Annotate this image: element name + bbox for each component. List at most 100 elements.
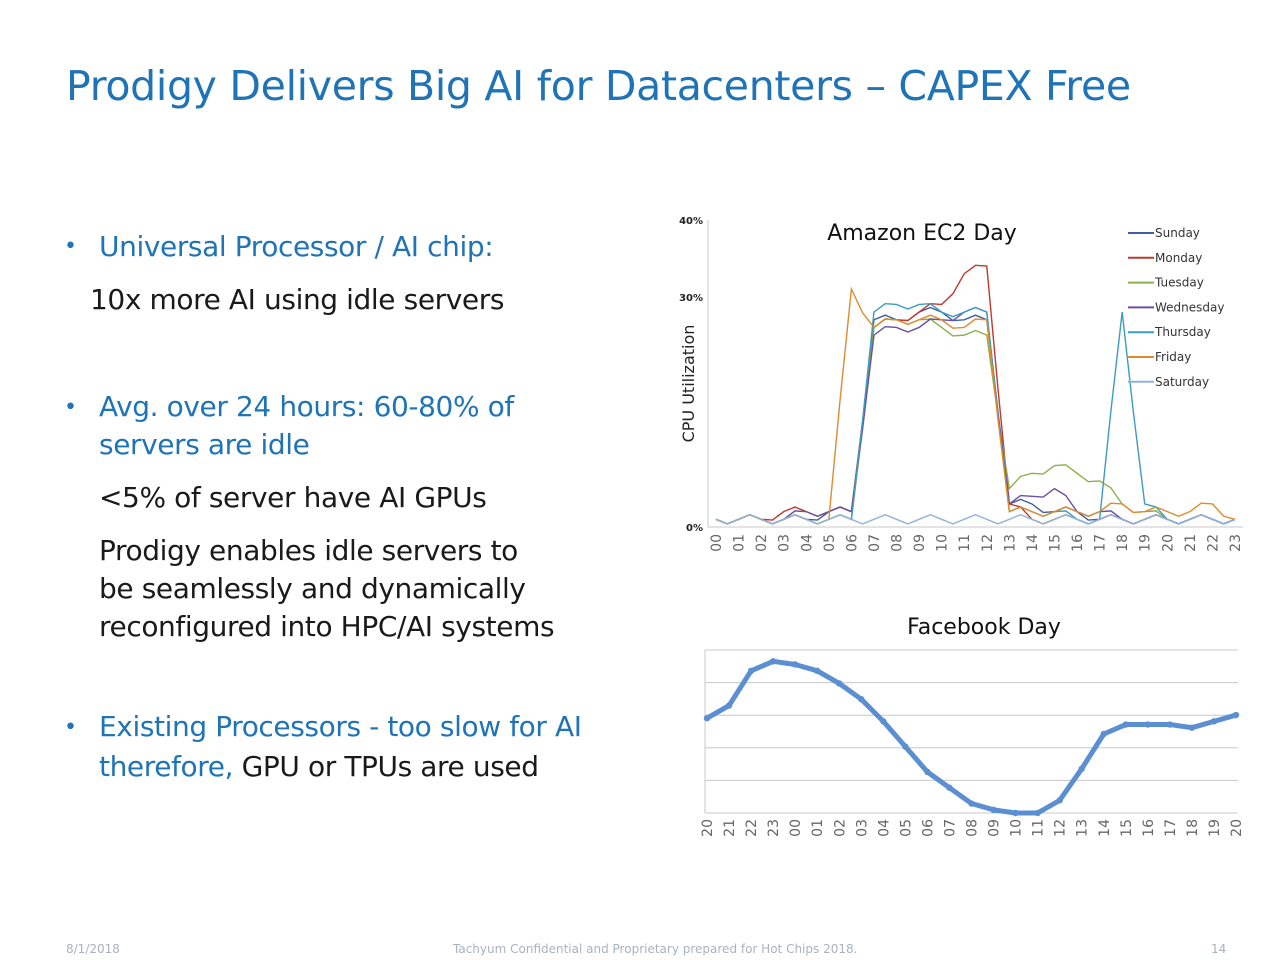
legend-label: Sunday: [1155, 226, 1200, 240]
x-tick-label: 23: [1228, 534, 1244, 552]
bullet-dot-1: •: [64, 234, 77, 259]
data-point: [1100, 730, 1107, 738]
data-point: [1166, 721, 1174, 728]
x-tick-label: 16: [1070, 534, 1086, 552]
x-tick-label: 18: [1115, 534, 1131, 552]
series-line-sunday: [715, 306, 1236, 525]
x-tick-label: 21: [1183, 534, 1199, 552]
data-point: [1188, 724, 1196, 731]
x-tick-label: 08: [965, 819, 981, 837]
series-line: [704, 658, 1239, 816]
data-point: [1056, 797, 1063, 804]
bullet-2-text-2-line3: reconfigured into HPC/AI systems: [99, 610, 555, 643]
bullet-2-head-line1: Avg. over 24 hours: 60-80% of: [99, 390, 514, 423]
x-tick-label: 01: [810, 819, 826, 837]
x-tick-label: 00: [788, 819, 804, 837]
y-tick-label: 40%: [679, 216, 703, 227]
data-point: [902, 743, 909, 750]
x-tick-label: 09: [987, 819, 1003, 837]
x-tick-label: 08: [890, 534, 906, 552]
x-tick-label: 17: [1093, 534, 1109, 552]
data-point: [990, 806, 997, 814]
x-tick-label: 13: [1002, 534, 1018, 552]
bullet-1-head: Universal Processor / AI chip:: [99, 230, 494, 263]
x-tick-label: 19: [1138, 534, 1154, 552]
bullet-3-black-part: GPU or TPUs are used: [241, 750, 539, 783]
data-point: [924, 768, 931, 776]
data-point: [703, 715, 711, 722]
y-tick-label: 0%: [686, 523, 703, 534]
slide-title: Prodigy Delivers Big AI for Datacenters …: [66, 62, 1131, 110]
bullet-2-head-line2: servers are idle: [99, 428, 310, 461]
x-tick-label: 20: [700, 819, 716, 837]
x-tick-label: 14: [1025, 534, 1041, 552]
x-tick-label: 12: [1053, 819, 1069, 837]
y-tick-label: 30%: [679, 293, 703, 304]
x-tick-label: 04: [799, 534, 815, 552]
x-tick-label: 06: [920, 819, 936, 837]
x-tick-label: 01: [732, 534, 748, 552]
data-point: [946, 784, 953, 791]
x-tick-label: 19: [1207, 819, 1223, 837]
x-tick-label: 05: [822, 534, 838, 552]
x-tick-label: 23: [766, 819, 782, 837]
x-tick-label: 03: [777, 534, 793, 552]
chart-title: Facebook Day: [907, 615, 1061, 640]
footer-note: Tachyum Confidential and Proprietary pre…: [453, 942, 858, 956]
data-point: [968, 800, 975, 807]
x-tick-label: 13: [1075, 819, 1091, 837]
x-tick-label: 09: [912, 534, 928, 552]
x-tick-label: 03: [854, 819, 870, 837]
x-tick-label: 10: [935, 534, 951, 552]
series-line-saturday: [715, 513, 1236, 525]
data-point: [1232, 711, 1240, 719]
bullet-dot-2: •: [64, 395, 77, 420]
legend-label: Friday: [1155, 350, 1191, 364]
legend-label: Wednesday: [1155, 300, 1224, 314]
series-line-wednesday: [715, 306, 1236, 525]
legend-label: Monday: [1155, 251, 1202, 265]
data-point: [1012, 809, 1019, 817]
bullet-3-blue-part: therefore,: [99, 750, 242, 783]
data-point: [880, 718, 887, 725]
x-tick-label: 22: [1205, 534, 1221, 552]
data-point: [769, 658, 777, 665]
data-point: [1144, 721, 1152, 728]
bullet-3-head-line2: therefore, GPU or TPUs are used: [99, 750, 539, 783]
data-point: [1122, 721, 1129, 728]
legend-label: Thursday: [1154, 325, 1211, 339]
bullet-1-text: 10x more AI using idle servers: [90, 283, 505, 316]
bullet-2-text-2-line1: Prodigy enables idle servers to: [99, 534, 518, 567]
x-tick-label: 06: [844, 534, 860, 552]
legend-label: Saturday: [1155, 375, 1209, 389]
x-tick-label: 17: [1163, 819, 1179, 837]
data-point: [1210, 718, 1218, 725]
legend-label: Tuesday: [1154, 276, 1204, 290]
data-point: [747, 667, 755, 674]
footer-page-number: 14: [1211, 942, 1227, 956]
x-tick-label: 11: [1031, 819, 1047, 837]
x-tick-label: 18: [1185, 819, 1201, 837]
x-tick-label: 22: [744, 819, 760, 837]
x-tick-label: 11: [957, 534, 973, 552]
x-tick-label: 10: [1009, 819, 1025, 837]
x-tick-label: 07: [867, 534, 883, 552]
chart-title: Amazon EC2 Day: [827, 221, 1017, 246]
x-tick-label: 12: [980, 534, 996, 552]
x-tick-label: 16: [1141, 819, 1157, 837]
x-tick-label: 00: [709, 534, 725, 552]
bullet-2-text-2-line2: be seamlessly and dynamically: [99, 572, 526, 605]
footer-date: 8/1/2018: [66, 942, 120, 956]
x-tick-label: 20: [1229, 819, 1245, 837]
x-tick-label: 02: [754, 534, 770, 552]
bullet-dot-3: •: [64, 715, 77, 740]
x-tick-label: 14: [1097, 819, 1113, 837]
x-tick-label: 02: [832, 819, 848, 837]
data-point: [1034, 809, 1041, 817]
data-point: [791, 661, 799, 668]
bullet-2-text-1: <5% of server have AI GPUs: [99, 481, 487, 514]
x-tick-label: 15: [1047, 534, 1063, 552]
data-point: [836, 680, 843, 687]
